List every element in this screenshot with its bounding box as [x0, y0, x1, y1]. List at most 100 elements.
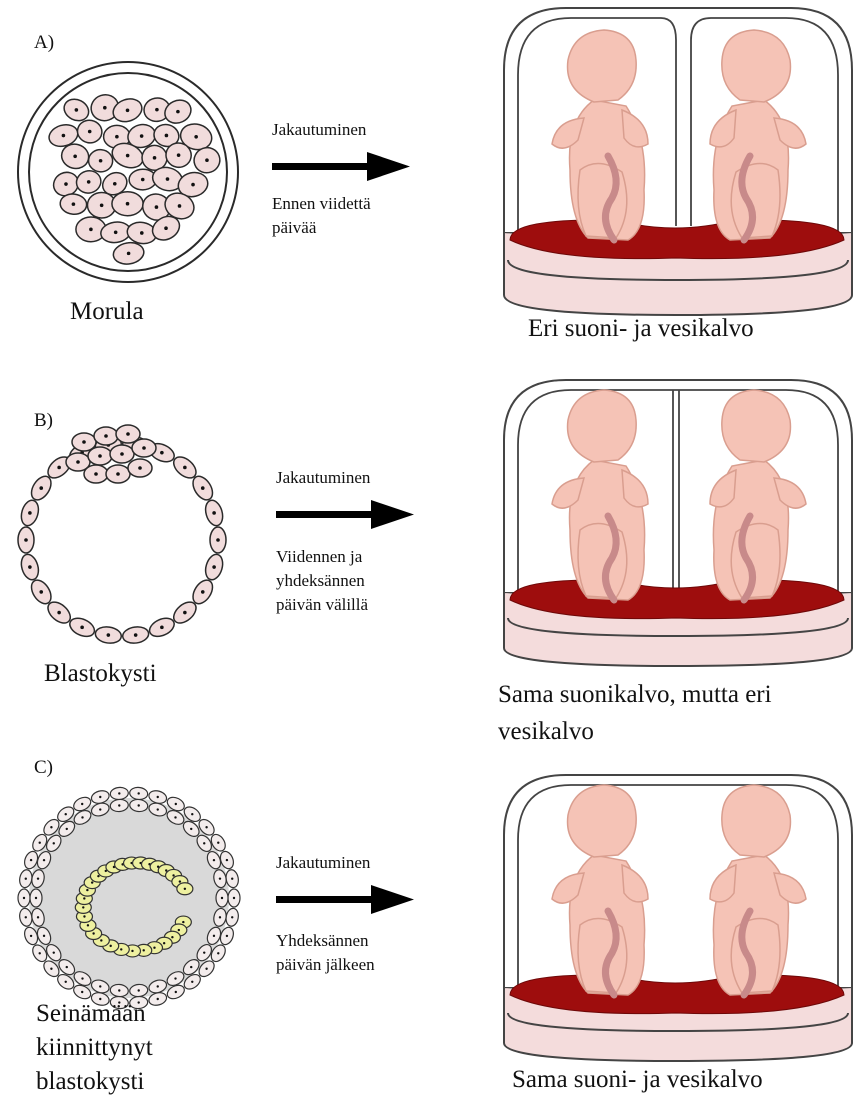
nucleus: [88, 130, 92, 134]
nucleus: [120, 948, 122, 950]
nucleus: [81, 803, 83, 805]
nucleus: [94, 472, 98, 476]
nucleus: [142, 446, 146, 450]
nucleus: [216, 538, 220, 542]
nucleus: [126, 202, 130, 206]
nucleus: [99, 159, 103, 163]
stage-name: kiinnittynyt: [36, 1031, 153, 1064]
nucleus: [62, 134, 66, 138]
nucleus: [174, 816, 176, 818]
nucleus: [24, 538, 28, 542]
nucleus: [160, 451, 164, 455]
nucleus: [89, 228, 93, 232]
nucleus: [81, 991, 83, 993]
nucleus: [137, 792, 139, 794]
nucleus: [99, 985, 101, 987]
nucleus: [203, 842, 205, 844]
nucleus: [57, 466, 61, 470]
nucleus: [86, 889, 88, 891]
nucleus: [172, 874, 174, 876]
nucleus: [176, 110, 180, 114]
nucleus: [37, 877, 39, 879]
nucleus: [191, 183, 195, 187]
arrow-right-icon: [276, 500, 416, 530]
nucleus: [87, 180, 91, 184]
nucleus: [178, 204, 182, 208]
nucleus: [80, 626, 84, 630]
nucleus: [50, 968, 52, 970]
nucleus: [157, 998, 159, 1000]
nucleus: [153, 947, 155, 949]
nucleus: [153, 156, 157, 160]
nucleus: [140, 134, 144, 138]
nucleus: [73, 154, 77, 158]
nucleus: [118, 989, 120, 991]
panel-b: B) Blastokysti Jakautuminen Viidennen ja…: [0, 370, 857, 750]
nucleus: [191, 813, 193, 815]
nucleus: [120, 452, 124, 456]
nucleus: [221, 897, 223, 899]
nucleus: [171, 936, 173, 938]
nucleus: [219, 916, 221, 918]
twins-shared-chorion-separate-amnion: [496, 370, 857, 660]
nucleus: [76, 460, 80, 464]
nucleus: [217, 842, 219, 844]
nucleus: [155, 205, 159, 209]
result-caption: Eri suoni- ja vesikalvo: [528, 312, 754, 345]
timing-line: päivää: [272, 216, 316, 240]
nucleus: [138, 804, 140, 806]
nucleus: [39, 486, 43, 490]
blastocyst-illustration: [12, 422, 242, 642]
result-caption: Sama suoni- ja vesikalvo: [512, 1063, 763, 1096]
nucleus: [37, 916, 39, 918]
nucleus: [190, 966, 192, 968]
arrow-right-icon: [272, 152, 412, 182]
nucleus: [82, 440, 86, 444]
timing-line: Ennen viidettä: [272, 192, 371, 216]
nucleus: [233, 897, 235, 899]
nucleus: [175, 991, 177, 993]
timing-line: Viidennen ja: [276, 545, 362, 569]
nucleus: [104, 434, 108, 438]
nucleus: [143, 949, 145, 951]
nucleus: [65, 813, 67, 815]
nucleus: [201, 486, 205, 490]
nucleus: [57, 611, 61, 615]
nucleus: [183, 611, 187, 615]
nucleus: [28, 511, 32, 515]
nucleus: [113, 182, 117, 186]
nucleus: [39, 842, 41, 844]
nucleus: [25, 916, 27, 918]
arrow-right-icon: [276, 885, 416, 915]
process-label: Jakautuminen: [272, 118, 366, 142]
nucleus: [30, 859, 32, 861]
timing-line: Yhdeksännen: [276, 929, 369, 953]
nucleus: [118, 804, 120, 806]
twins-shared-chorion-amnion: [496, 765, 857, 1055]
nucleus: [30, 935, 32, 937]
nucleus: [205, 968, 207, 970]
nucleus: [28, 565, 32, 569]
nucleus: [163, 942, 165, 944]
implanted-blastocyst-illustration: [14, 783, 244, 1013]
nucleus: [66, 828, 68, 830]
nucleus: [178, 929, 180, 931]
nucleus: [99, 808, 101, 810]
nucleus: [23, 897, 25, 899]
nucleus: [157, 985, 159, 987]
nucleus: [217, 952, 219, 954]
nucleus: [43, 935, 45, 937]
nucleus: [100, 939, 102, 941]
nucleus: [118, 792, 120, 794]
nucleus: [194, 135, 198, 139]
nucleus: [177, 153, 181, 157]
result-caption: Sama suonikalvo, mutta eri: [498, 678, 772, 711]
nucleus: [155, 108, 159, 112]
blastocyst-cells: [18, 425, 226, 645]
nucleus: [138, 989, 140, 991]
process-label: Jakautuminen: [276, 851, 370, 875]
nucleus: [164, 226, 168, 230]
nucleus: [53, 951, 55, 953]
nucleus: [116, 472, 120, 476]
panel-c: C) Seinämään kiinnittynyt blastokysti Ja…: [0, 745, 857, 1106]
